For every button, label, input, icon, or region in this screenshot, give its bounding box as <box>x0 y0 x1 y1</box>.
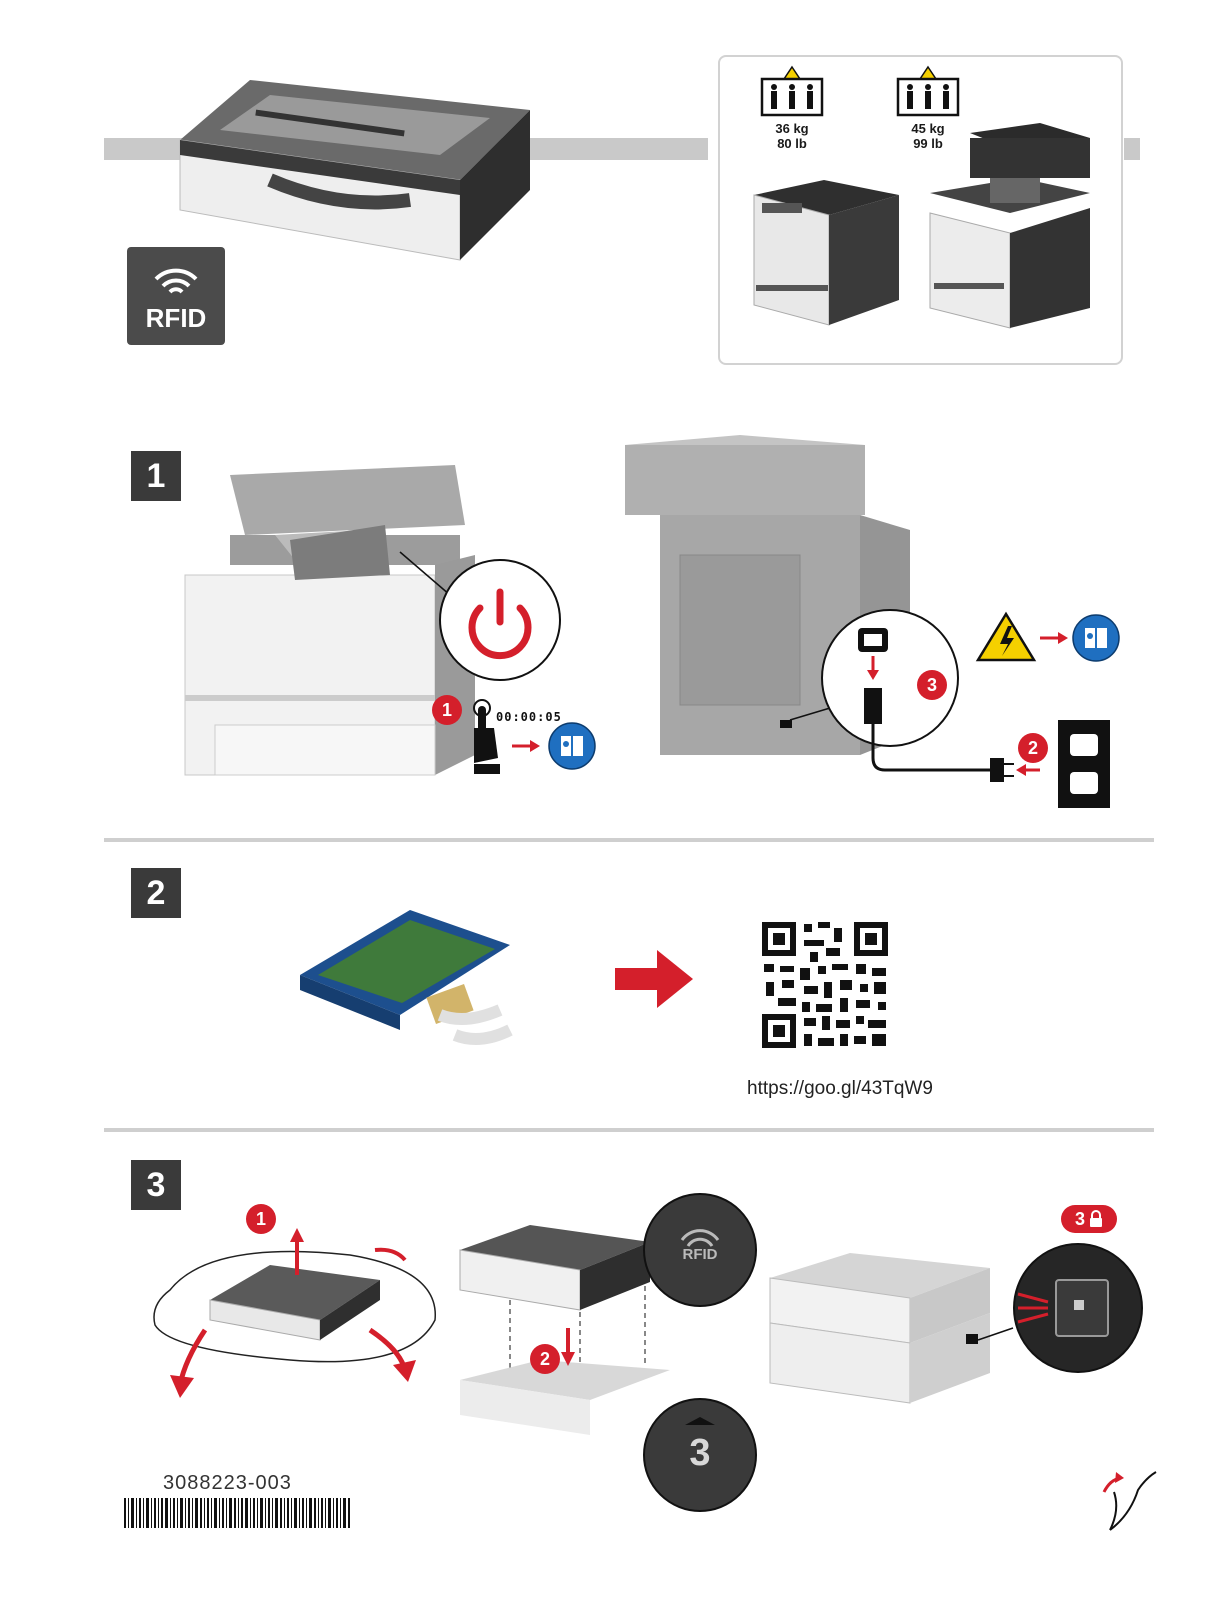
controller-board-illustration <box>300 910 513 1045</box>
section-divider <box>104 1128 1154 1132</box>
page-turn-icon <box>1102 1471 1157 1531</box>
part-number: 3088223-003 <box>163 1472 292 1494</box>
team-lift-icon <box>896 65 960 117</box>
team-lift-icon <box>760 65 824 117</box>
arrow-right-icon <box>615 950 693 1008</box>
step-3-callout-3: 3 <box>1061 1205 1117 1233</box>
step-2-number: 2 <box>131 868 181 918</box>
unpack-tray-illustration <box>153 1228 436 1398</box>
arrow-right-icon <box>512 740 540 752</box>
manual-icon <box>1072 614 1120 662</box>
lock-zoom-callout <box>977 1243 1143 1373</box>
step-3-callout-3-number: 3 <box>1074 1208 1085 1229</box>
rfid-badge: RFID <box>127 247 225 345</box>
tray-rfid-zoom-callout <box>643 1193 757 1307</box>
section-divider <box>104 838 1154 842</box>
optional-tray-illustration <box>179 80 530 261</box>
step-3-callout-1: 1 <box>246 1204 276 1234</box>
tray-number-label: 3 <box>689 1432 711 1474</box>
printer-illustration <box>753 180 899 326</box>
power-zoom-callout <box>399 551 561 681</box>
tray-rfid-label: RFID <box>682 1246 718 1263</box>
locked-tray-illustration <box>769 1253 990 1404</box>
step-3-number: 3 <box>131 1160 181 1210</box>
manual-icon <box>548 722 596 770</box>
mfp-illustration <box>929 123 1090 329</box>
step-1-number: 1 <box>131 451 181 501</box>
lock-icon <box>1090 1210 1102 1227</box>
weight-2-kg: 45 kg <box>911 121 945 136</box>
weight-warning-panel: 36 kg 80 lb 45 kg 99 lb <box>718 55 1123 365</box>
mfp-rear-illustration <box>625 435 910 755</box>
step-1-callout-2: 2 <box>1018 733 1048 763</box>
power-cord-zoom-callout <box>789 609 1110 808</box>
tray-number-zoom-callout <box>643 1398 757 1512</box>
header-band-right <box>1124 138 1140 160</box>
step-3-callout-2: 2 <box>530 1344 560 1374</box>
wireless-icon <box>154 268 198 294</box>
barcode <box>124 1498 350 1528</box>
weight-1-lb: 80 lb <box>777 136 807 151</box>
weight-1-kg: 36 kg <box>775 121 809 136</box>
qr-url[interactable]: https://goo.gl/43TqW9 <box>747 1078 933 1099</box>
mfp-front-illustration <box>184 465 475 776</box>
step-1-callout-3: 3 <box>917 670 947 700</box>
press-hand-icon <box>473 699 500 774</box>
weight-2-lb: 99 lb <box>913 136 943 151</box>
arrow-right-icon <box>1040 632 1068 644</box>
stack-tray-illustration <box>459 1225 670 1435</box>
qr-code <box>760 920 890 1050</box>
electric-hazard-icon <box>975 611 1037 662</box>
step-1-callout-1: 1 <box>432 695 462 725</box>
hold-timer: 00:00:05 <box>496 710 562 724</box>
rfid-badge-label: RFID <box>145 303 207 333</box>
